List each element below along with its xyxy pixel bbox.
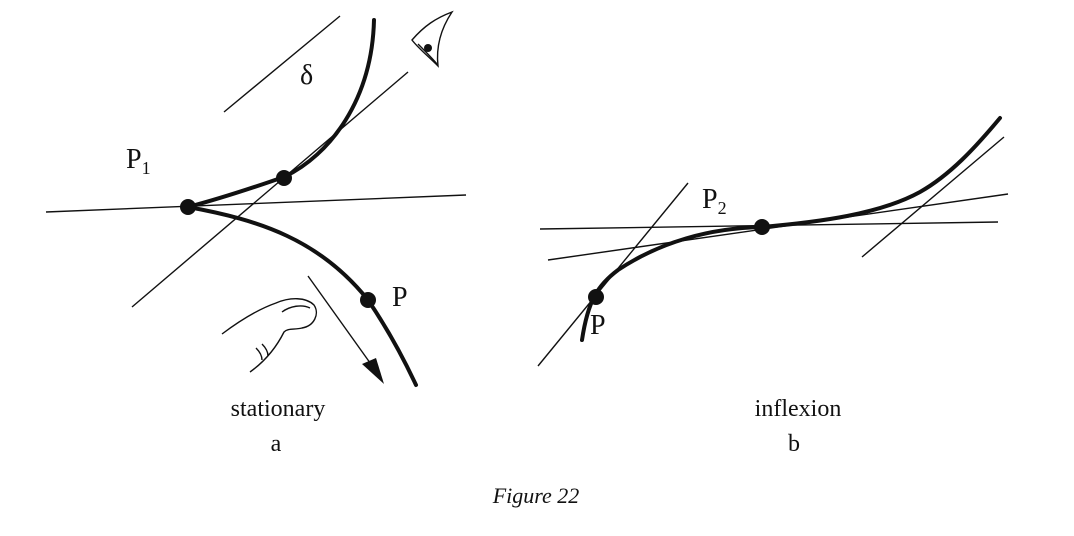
moving-point-p	[360, 292, 376, 308]
label-p-b: P	[590, 310, 606, 341]
lower-point-p	[588, 289, 604, 305]
cusp-point-p1	[180, 199, 196, 215]
figure-caption: Figure 22	[492, 483, 580, 508]
inflexion-curve	[580, 116, 1002, 342]
cusp-tangent-line	[45, 194, 467, 213]
label-p: P	[392, 282, 408, 313]
eye-icon	[411, 10, 454, 68]
label-delta: δ	[300, 60, 313, 91]
caption-letter-b: b	[788, 431, 800, 457]
panel-a: P1 δ P stationary a	[45, 10, 467, 457]
delta-line	[223, 15, 341, 113]
cusp-upper-branch	[186, 18, 376, 209]
caption-letter-a: a	[271, 431, 282, 457]
pointing-finger-icon	[221, 298, 318, 373]
inflexion-point-p2	[754, 219, 770, 235]
label-p1: P1	[126, 144, 151, 178]
caption-inflexion: inflexion	[755, 396, 842, 422]
arrow-icon	[307, 275, 384, 384]
label-p2: P2	[702, 184, 727, 218]
cusp-lower-branch	[186, 205, 418, 387]
upper-right-tangent-line	[861, 136, 1005, 258]
panel-b: P2 P inflexion b	[537, 116, 1009, 457]
upper-tangent-line	[131, 71, 409, 308]
caption-stationary: stationary	[231, 396, 326, 422]
upper-point	[276, 170, 292, 186]
